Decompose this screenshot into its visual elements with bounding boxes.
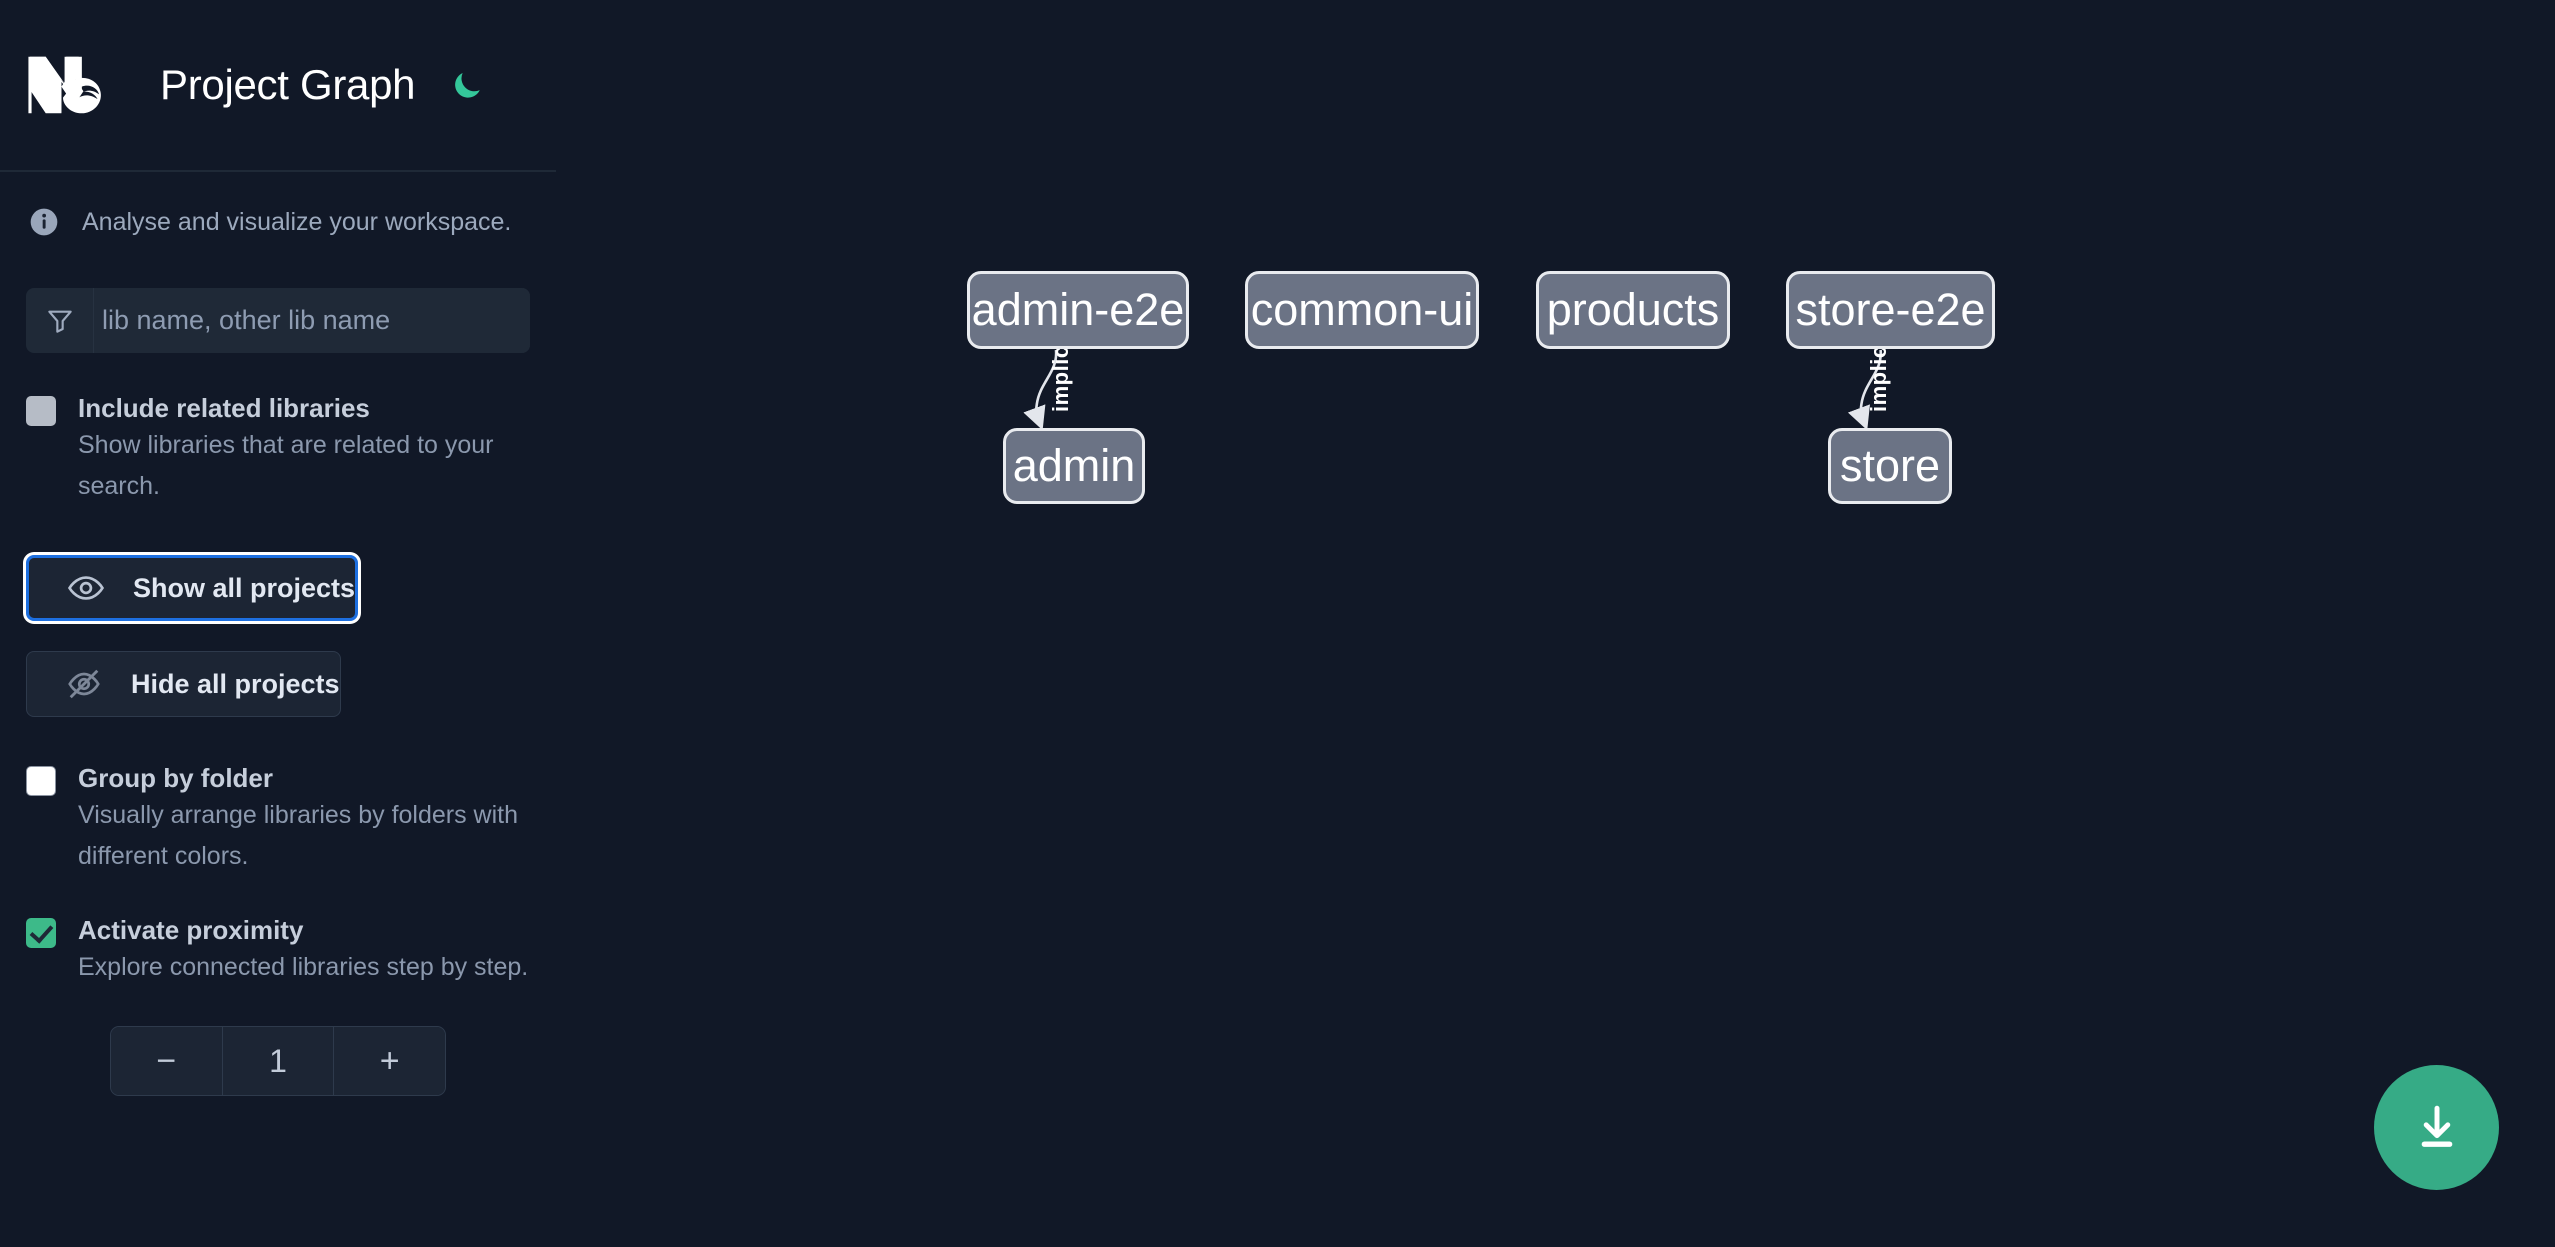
filter-bar — [26, 288, 530, 353]
node-label: store-e2e — [1795, 284, 1986, 335]
download-icon — [2421, 1105, 2452, 1147]
option-label: Activate proximity — [78, 915, 304, 945]
funnel-glyph — [47, 310, 72, 333]
option-description: Show libraries that are related to your … — [78, 431, 494, 500]
eye-off-icon — [68, 669, 100, 699]
workspace-info-text: Analyse and visualize your workspace. — [82, 207, 512, 236]
stepper-increment-button[interactable]: + — [334, 1027, 445, 1095]
node-label: common-ui — [1250, 284, 1474, 335]
hide-all-projects-button[interactable]: Hide all projects — [26, 651, 341, 717]
moon-icon[interactable] — [443, 61, 491, 109]
option-description: Explore connected libraries step by step… — [78, 953, 529, 981]
stepper-decrement-button[interactable]: − — [111, 1027, 222, 1095]
moon-glyph — [455, 73, 480, 98]
checkbox-include-related-libraries[interactable] — [26, 396, 56, 426]
info-circle-icon — [30, 208, 58, 236]
checkbox-group-by-folder[interactable] — [26, 766, 56, 796]
option-activate-proximity[interactable]: Activate proximity Explore connected lib… — [0, 913, 556, 988]
graph-node-admin-e2e[interactable]: admin-e2e — [967, 271, 1189, 349]
sidebar: Project Graph Analyse and visualize your… — [0, 0, 556, 1247]
sidebar-header: Project Graph — [0, 0, 556, 172]
node-label: products — [1546, 284, 1720, 335]
option-label: Include related libraries — [78, 393, 370, 423]
proximity-stepper: − 1 + — [110, 1026, 446, 1096]
funnel-filter-icon[interactable] — [26, 288, 94, 353]
graph-node-common-ui[interactable]: common-ui — [1245, 271, 1479, 349]
graph-node-products[interactable]: products — [1536, 271, 1730, 349]
stepper-value: 1 — [221, 1027, 335, 1095]
page-title: Project Graph — [160, 61, 416, 108]
nx-logo-icon — [28, 56, 101, 114]
node-label: admin-e2e — [971, 284, 1185, 335]
search-input[interactable] — [94, 288, 530, 353]
graph-node-store-e2e[interactable]: store-e2e — [1786, 271, 1995, 349]
graph-canvas[interactable]: implicit implicit admin-e2e common-ui pr… — [556, 0, 2555, 1247]
show-all-projects-button[interactable]: Show all projects — [26, 555, 359, 621]
option-texts: Activate proximity Explore connected lib… — [78, 913, 530, 988]
option-label: Group by folder — [78, 763, 273, 793]
show-all-projects-label: Show all projects — [133, 572, 356, 603]
graph-edges — [1023, 349, 1882, 431]
checkbox-activate-proximity[interactable] — [26, 918, 56, 948]
option-group-by-folder[interactable]: Group by folder Visually arrange librari… — [0, 761, 556, 877]
eye-icon — [67, 576, 105, 600]
hide-all-projects-label: Hide all projects — [131, 668, 340, 699]
option-include-related-libraries[interactable]: Include related libraries Show libraries… — [0, 391, 556, 507]
graph-node-store[interactable]: store — [1828, 428, 1952, 504]
graph-node-admin[interactable]: admin — [1003, 428, 1145, 504]
option-description: Visually arrange libraries by folders wi… — [78, 801, 519, 870]
option-texts: Include related libraries Show libraries… — [78, 391, 530, 507]
node-label: admin — [1012, 440, 1136, 491]
option-texts: Group by folder Visually arrange librari… — [78, 761, 530, 877]
download-graph-button[interactable] — [2374, 1065, 2499, 1190]
workspace-info: Analyse and visualize your workspace. — [0, 172, 556, 238]
node-label: store — [1839, 440, 1941, 491]
